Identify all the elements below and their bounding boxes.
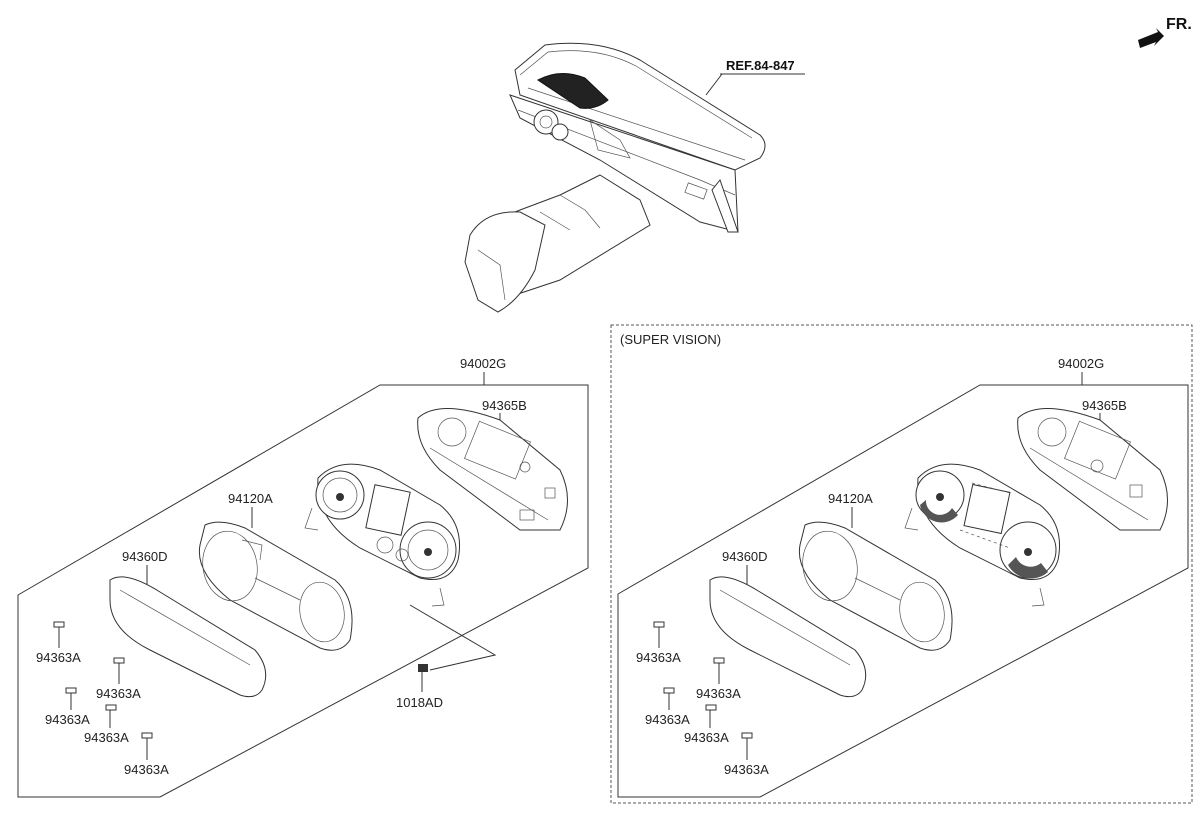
- callout-94360D: 94360D: [122, 549, 168, 564]
- ref-callout: REF.84-847: [705, 58, 805, 96]
- callout-94363A-3: 94363A: [45, 712, 90, 727]
- dashboard-illustration: [464, 42, 766, 313]
- back-cover-part: [1017, 408, 1168, 531]
- callout-94363A-2: 94363A: [96, 686, 141, 701]
- ref-label: REF.84-847: [726, 58, 795, 73]
- screw-part: [409, 604, 497, 692]
- callout-94363A-5: 94363A: [124, 762, 169, 777]
- standard-cluster-panel: 94002G 94365B 94120A 94360D 94363A 94363…: [17, 356, 589, 798]
- callout-94363A-4: 94363A: [84, 730, 129, 745]
- callout-1018AD: 1018AD: [396, 695, 443, 710]
- bulb-icons: [653, 621, 753, 760]
- callout-94002G: 94002G: [1058, 356, 1104, 371]
- bulb-icons: [53, 621, 153, 760]
- callout-94365B: 94365B: [1082, 398, 1127, 413]
- gauge-dial-part: [304, 463, 461, 607]
- callout-94120A: 94120A: [228, 491, 273, 506]
- lens-part: [798, 521, 953, 651]
- front-direction-indicator: FR.: [1138, 16, 1192, 48]
- super-vision-title: (SUPER VISION): [620, 332, 721, 347]
- callout-94360D: 94360D: [722, 549, 768, 564]
- callout-94363A-1: 94363A: [36, 650, 81, 665]
- callout-94002G: 94002G: [460, 356, 506, 371]
- callout-94365B: 94365B: [482, 398, 527, 413]
- callout-94363A-3: 94363A: [645, 712, 690, 727]
- callout-94363A-5: 94363A: [724, 762, 769, 777]
- mask-part: [109, 576, 267, 698]
- callout-94363A-2: 94363A: [696, 686, 741, 701]
- lens-part: [198, 521, 353, 651]
- callout-94363A-4: 94363A: [684, 730, 729, 745]
- super-vision-cluster-panel: (SUPER VISION): [610, 324, 1193, 804]
- mask-part: [709, 576, 867, 698]
- back-cover-part: [417, 408, 568, 531]
- front-arrow-icon: [1138, 28, 1164, 48]
- callout-94120A: 94120A: [828, 491, 873, 506]
- callout-94363A-1: 94363A: [636, 650, 681, 665]
- super-vision-frame: [610, 324, 1193, 804]
- gauge-dial-part: [904, 463, 1061, 607]
- direction-label: FR.: [1166, 16, 1192, 33]
